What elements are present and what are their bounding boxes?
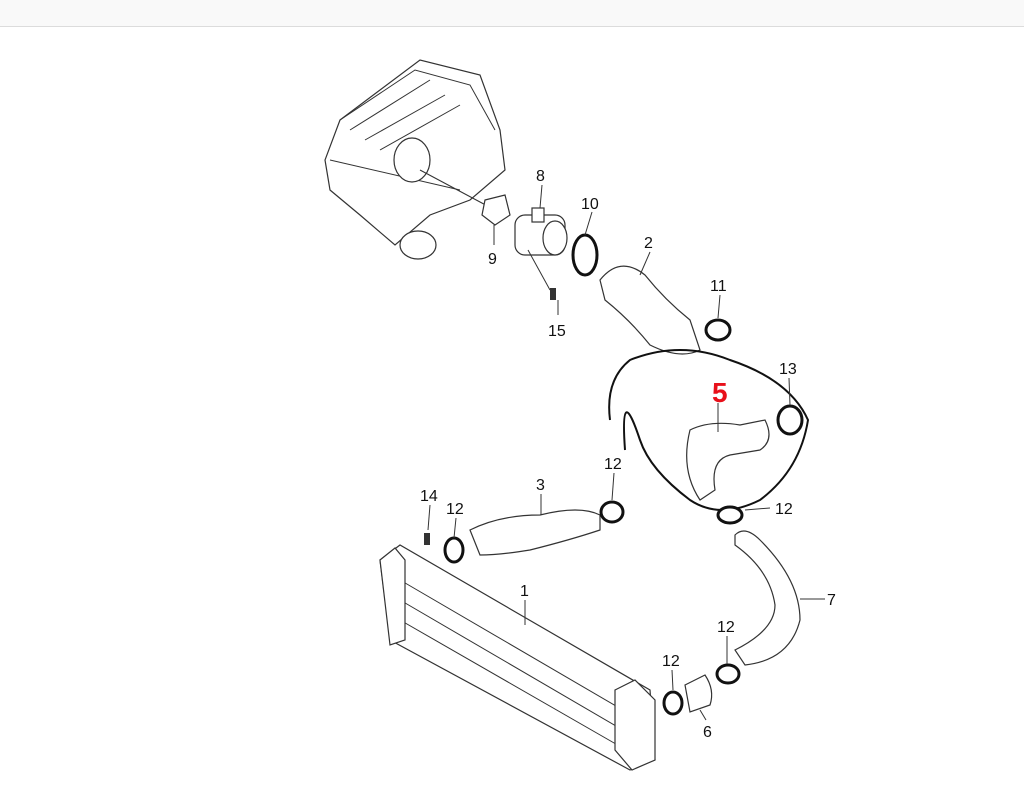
- callout-12: 12: [662, 653, 680, 670]
- hose-clamp: [704, 318, 732, 342]
- browser-toolbar: [0, 0, 1024, 27]
- hose-clamp: [776, 404, 804, 436]
- callout-12: 12: [604, 456, 622, 473]
- air-intake-hose: [599, 265, 701, 355]
- callout-12: 12: [775, 501, 793, 518]
- callout-9: 9: [488, 251, 497, 268]
- gasket: [481, 194, 511, 226]
- callout-1: 1: [520, 583, 529, 600]
- connector-hose: [684, 674, 713, 713]
- callout-13: 13: [779, 361, 797, 378]
- mass-air-flow-sensor: [514, 207, 568, 256]
- screw: [550, 288, 556, 300]
- turbo-hose: [686, 419, 770, 501]
- callout-15: 15: [548, 323, 566, 340]
- hose-clamp: [715, 663, 741, 685]
- callout-12: 12: [446, 501, 464, 518]
- callout-10: 10: [581, 196, 599, 213]
- callout-5-highlighted: 5: [712, 377, 728, 408]
- hose-clamp: [571, 233, 599, 277]
- callout-6: 6: [703, 724, 712, 741]
- callout-2: 2: [644, 235, 653, 252]
- callout-3: 3: [536, 477, 545, 494]
- hose-clamp: [662, 690, 684, 716]
- hose-clamp: [716, 505, 744, 525]
- callout-11: 11: [710, 278, 727, 295]
- callout-8: 8: [536, 168, 545, 185]
- hose-clamp: [599, 500, 625, 524]
- bolt: [424, 533, 430, 545]
- intercooler-outlet-hose: [734, 530, 801, 666]
- intercooler: [379, 544, 656, 771]
- callout-7: 7: [827, 592, 836, 609]
- callout-12: 12: [717, 619, 735, 636]
- hand-drawn-highlight-circle: [608, 349, 810, 511]
- intercooler-inlet-hose: [469, 509, 601, 556]
- hose-clamp: [443, 536, 465, 564]
- callout-14: 14: [420, 488, 438, 505]
- air-filter-box: [324, 59, 506, 260]
